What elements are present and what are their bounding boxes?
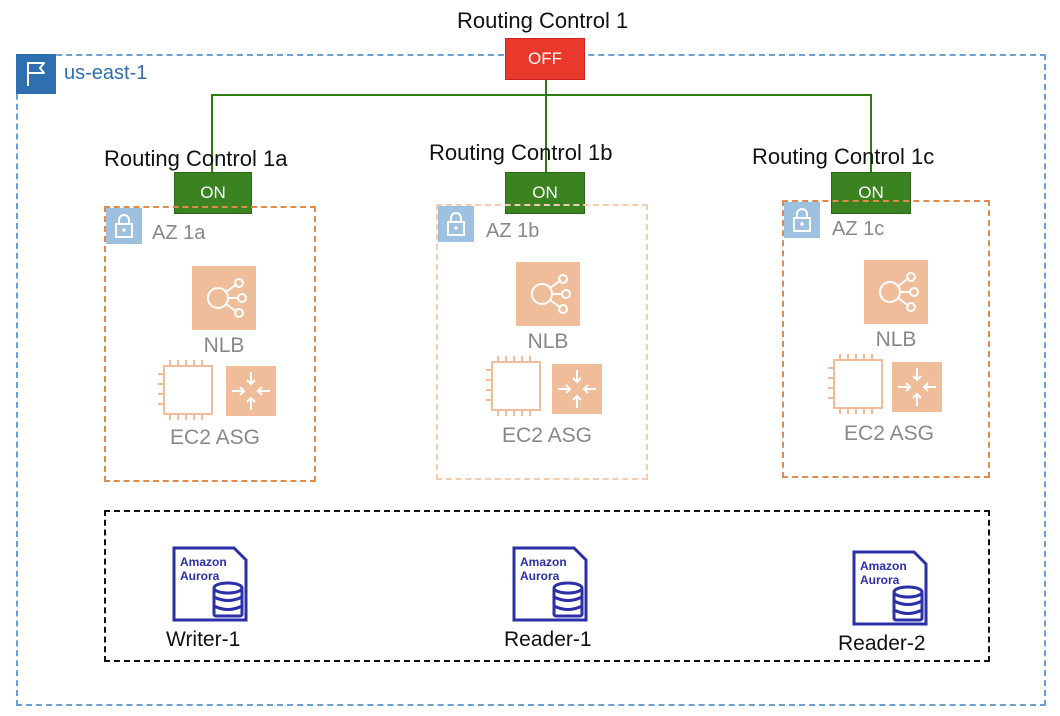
connector-vertical-1a [211, 94, 213, 174]
aurora-db-icon: Amazon Aurora [850, 548, 930, 628]
az-label-1a: AZ 1a [152, 222, 206, 244]
ec2-chip-icon [478, 356, 554, 421]
az-box-1b [436, 204, 648, 480]
nlb-icon [516, 262, 580, 326]
db-label-reader-2: Reader-2 [838, 632, 926, 655]
aurora-text-1: Amazon [180, 555, 227, 569]
asg-arrows-icon [892, 362, 942, 412]
aurora-db-icon: Amazon Aurora [170, 544, 250, 624]
nlb-label-1a: NLB [203, 334, 245, 357]
nlb-label-1c: NLB [875, 328, 917, 351]
nlb-icon [192, 266, 256, 330]
ec2-label-1a: EC2 ASG [170, 426, 260, 449]
az-box-1c [782, 200, 990, 478]
zone-control-switch-1c[interactable]: ON [831, 172, 911, 214]
ec2-label-1b: EC2 ASG [502, 424, 592, 447]
aurora-text-2: Aurora [520, 569, 560, 583]
nlb-icon [864, 260, 928, 324]
db-label-reader-1: Reader-1 [504, 628, 592, 651]
connector-vertical-1c [870, 94, 872, 174]
region-label: us-east-1 [64, 62, 148, 84]
db-label-writer-1: Writer-1 [166, 628, 241, 651]
aurora-text-2: Aurora [860, 573, 900, 587]
ec2-chip-icon [150, 360, 226, 425]
zone-control-title-1b: Routing Control 1b [429, 140, 613, 165]
connector-horizontal [211, 94, 871, 96]
zone-control-title-1a: Routing Control 1a [104, 146, 288, 171]
lock-icon [106, 208, 142, 244]
lock-icon [784, 202, 820, 238]
asg-arrows-icon [226, 366, 276, 416]
asg-arrows-icon [552, 364, 602, 414]
ec2-label-1c: EC2 ASG [844, 422, 934, 445]
aurora-text-2: Aurora [180, 569, 220, 583]
aurora-text-1: Amazon [860, 559, 907, 573]
zone-control-title-1c: Routing Control 1c [752, 144, 935, 169]
root-control-title: Routing Control 1 [457, 8, 629, 33]
az-label-1b: AZ 1b [486, 220, 540, 242]
aurora-db-icon: Amazon Aurora [510, 544, 590, 624]
lock-icon [438, 206, 474, 242]
ec2-chip-icon [820, 354, 896, 419]
az-label-1c: AZ 1c [832, 218, 885, 240]
az-box-1a [104, 206, 316, 482]
zone-control-switch-1b[interactable]: ON [505, 172, 585, 214]
root-control-switch[interactable]: OFF [505, 38, 585, 80]
flag-icon [16, 54, 56, 94]
nlb-label-1b: NLB [527, 330, 569, 353]
database-box [104, 510, 990, 662]
aurora-text-1: Amazon [520, 555, 567, 569]
connector-vertical-root [545, 80, 547, 175]
